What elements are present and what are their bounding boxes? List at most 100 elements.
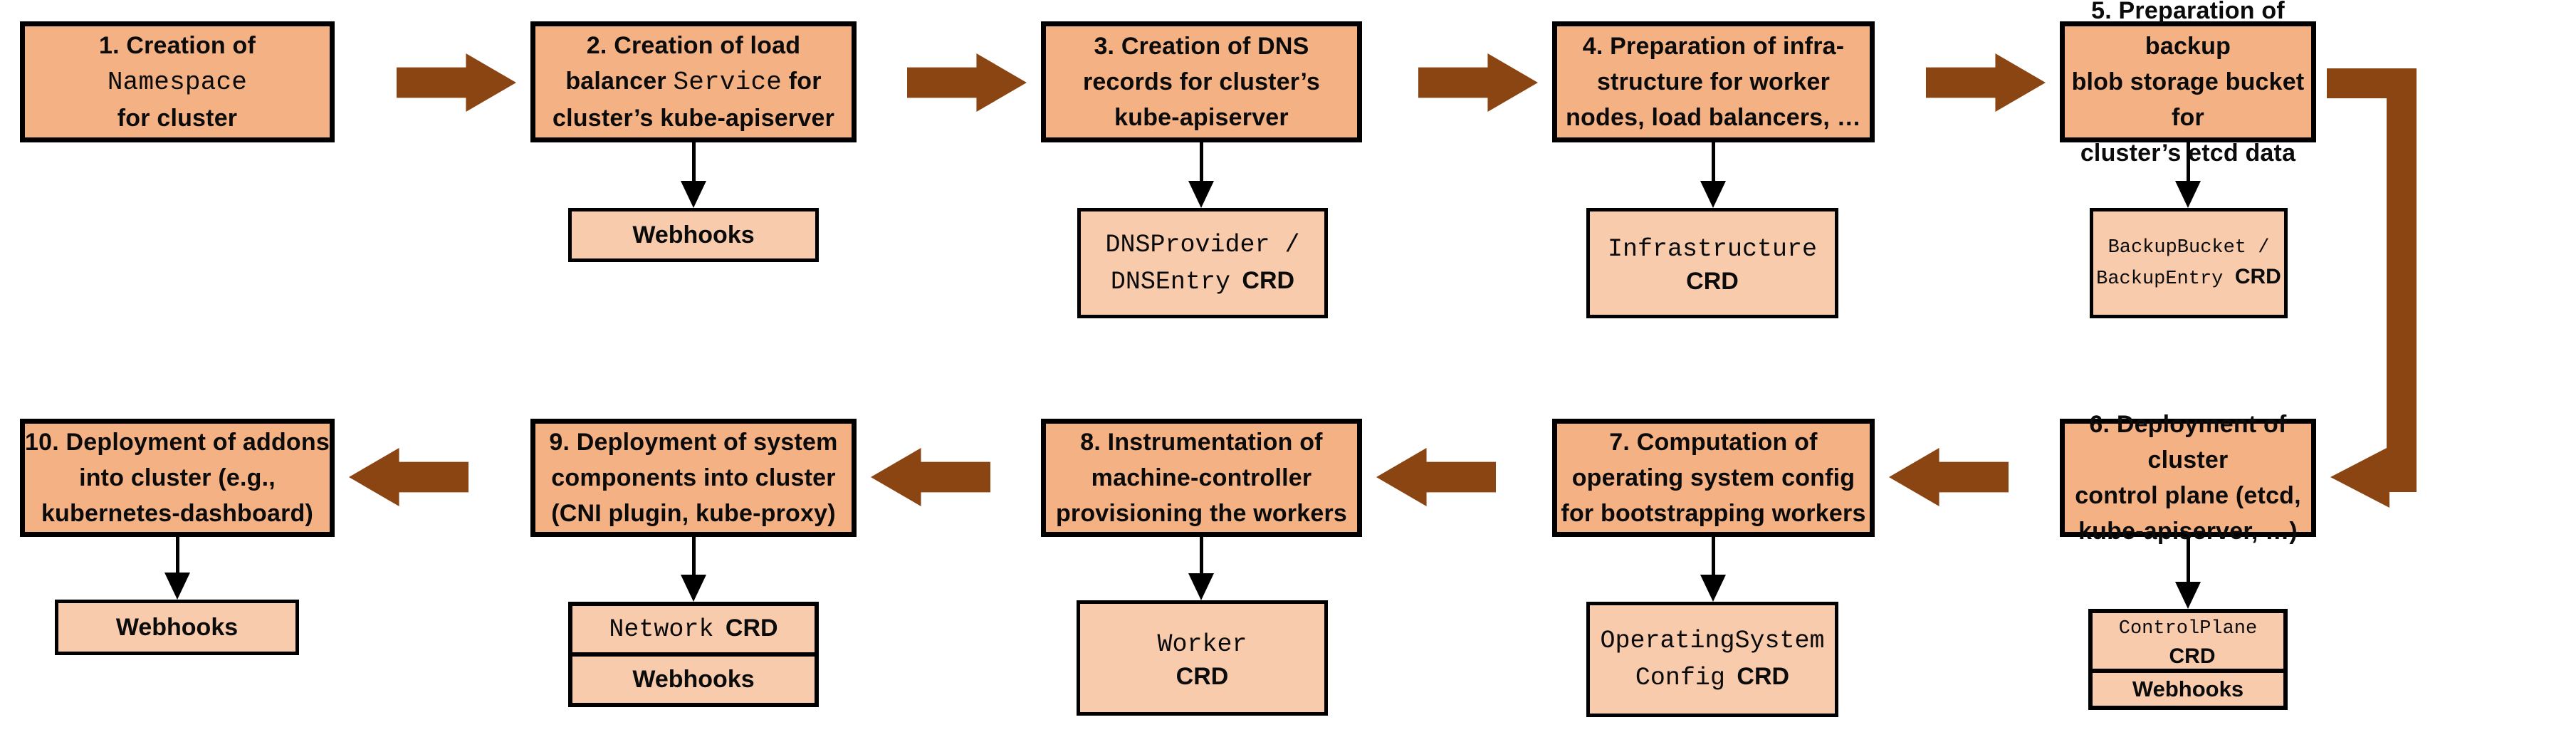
- backupbucket-code: BackupBucket /: [2108, 236, 2270, 258]
- crd-label: CRD: [1242, 266, 1295, 294]
- connector-stem: [2186, 142, 2190, 182]
- connector-arrowhead: [1700, 181, 1726, 208]
- step-8-line2: machine-controller: [1091, 464, 1312, 491]
- step-4-line1: 4. Preparation of infra-: [1582, 33, 1845, 60]
- connector-arrowhead: [681, 575, 706, 602]
- network-crd-line: Network CRD: [609, 611, 777, 648]
- step-9-box: 9. Deployment of system components into …: [530, 419, 857, 537]
- step-2-line1: 2. Creation of load: [586, 32, 801, 59]
- step-4-line2: structure for worker: [1596, 68, 1831, 95]
- infrastructure-crd-box: Infrastructure CRD: [1586, 208, 1838, 318]
- step-1-code-namespace: Namespace: [107, 68, 248, 97]
- connector-arrowhead: [681, 181, 706, 208]
- step-8-box: 8. Instrumentation of machine-controller…: [1041, 419, 1362, 537]
- step-8-label: 8. Instrumentation of machine-controller…: [1056, 424, 1347, 531]
- dnsprovider-dnsentry-crd-box: DNSProvider / DNSEntry CRD: [1077, 208, 1328, 318]
- webhooks-label: Webhooks: [632, 221, 755, 249]
- step-3-line1: 3. Creation of DNS: [1094, 33, 1309, 60]
- step-3-label: 3. Creation of DNS records for cluster’s…: [1083, 28, 1320, 135]
- connector-stem: [691, 142, 696, 182]
- connector-step2-webhooks: [681, 142, 706, 208]
- step-8-line3: provisioning the workers: [1055, 500, 1348, 527]
- connector-arrowhead: [1188, 573, 1214, 600]
- connector-arrowhead: [2175, 582, 2201, 609]
- crd-label: CRD: [2234, 264, 2281, 288]
- step-9-line1: 9. Deployment of system: [549, 429, 838, 456]
- elbow-vertical-bar: [2387, 68, 2417, 492]
- controlplane-crd-line: ControlPlane CRD: [2093, 613, 2283, 669]
- arrow-step8-step9: [871, 448, 990, 506]
- webhooks-cell: Webhooks: [2093, 669, 2283, 706]
- connector-step3-dns-crd: [1188, 142, 1214, 208]
- webhooks-label: Webhooks: [632, 666, 755, 693]
- connector-step5-backup-crd: [2175, 142, 2201, 208]
- step-6-label: 6. Deployment of cluster control plane (…: [2065, 407, 2311, 549]
- step-2-label: 2. Creation of load balancer Service for…: [553, 28, 834, 136]
- infrastructure-code: Infrastructure: [1607, 235, 1818, 263]
- step-4-label: 4. Preparation of infra- structure for w…: [1566, 28, 1861, 135]
- connector-arrowhead: [164, 573, 190, 600]
- step-5-line1: 5. Preparation of backup: [2091, 0, 2285, 60]
- connector-stem: [175, 537, 179, 574]
- webhooks-label: Webhooks: [115, 613, 239, 641]
- step-5-box: 5. Preparation of backup blob storage bu…: [2060, 0, 2316, 167]
- arrow-step2-step3: [907, 53, 1027, 112]
- controlplane-code: ControlPlane: [2118, 618, 2258, 639]
- connector-step6-controlplane-crd: [2175, 537, 2201, 609]
- step-10-line3: kubernetes-dashboard): [41, 500, 314, 527]
- worker-crd-box: Worker CRD: [1077, 600, 1328, 716]
- arrow-step6-step7: [1889, 448, 2009, 506]
- webhooks-box-step10: Webhooks: [55, 600, 299, 655]
- connector-stem: [1711, 142, 1715, 182]
- elbow-arrowhead: [2330, 446, 2389, 508]
- step-10-box: 10. Deployment of addons into cluster (e…: [20, 419, 335, 537]
- connector-arrowhead: [2175, 181, 2201, 208]
- network-crd-cell: Network CRD: [572, 606, 815, 652]
- connector-arrowhead: [1188, 181, 1214, 208]
- step-7-line1: 7. Computation of: [1609, 429, 1818, 456]
- arrow-step9-step10: [349, 448, 468, 506]
- step-2-code-service: Service: [673, 68, 782, 97]
- controlplane-crd-webhooks-box: ControlPlane CRD Webhooks: [2088, 609, 2288, 710]
- connector-arrowhead: [1700, 575, 1726, 602]
- step-3-line3: kube-apiserver: [1114, 104, 1289, 131]
- crd-label: CRD: [725, 614, 778, 642]
- crd-label: CRD: [1686, 268, 1739, 295]
- connector-step8-worker-crd: [1188, 537, 1214, 600]
- step-7-line3: for bootstrapping workers: [1561, 500, 1866, 527]
- step-2-line2b: for: [788, 68, 822, 95]
- connector-step4-infrastructure-crd: [1700, 142, 1726, 208]
- connector-stem: [1199, 142, 1203, 182]
- step-10-line1: 10. Deployment of addons: [25, 429, 330, 456]
- crd-label: CRD: [1176, 662, 1229, 690]
- backupentry-crd-line: BackupEntry CRD: [2096, 263, 2281, 295]
- connector-stem: [2186, 537, 2190, 583]
- connector-stem: [1711, 537, 1715, 576]
- step-9-line2: components into cluster: [551, 464, 836, 491]
- webhooks-cell: Webhooks: [572, 652, 815, 703]
- config-crd-line: Config CRD: [1635, 659, 1789, 696]
- step-4-box: 4. Preparation of infra- structure for w…: [1552, 21, 1875, 142]
- step-2-line3: cluster’s kube-apiserver: [553, 105, 834, 132]
- step-7-label: 7. Computation of operating system confi…: [1561, 424, 1865, 531]
- step-10-line2: into cluster (e.g.,: [79, 464, 276, 491]
- network-crd-webhooks-box: Network CRD Webhooks: [568, 602, 819, 707]
- connector-step10-webhooks: [164, 537, 190, 600]
- backupbucket-backupentry-crd-box: BackupBucket / BackupEntry CRD: [2090, 208, 2288, 318]
- operatingsystemconfig-crd-box: OperatingSystem Config CRD: [1586, 602, 1838, 717]
- step-4-line3: nodes, load balancers, …: [1566, 104, 1861, 131]
- step-2-line2a: balancer: [565, 68, 666, 95]
- step-9-line3: (CNI plugin, kube-proxy): [551, 500, 836, 527]
- arrow-step3-step4: [1418, 53, 1538, 112]
- step-9-label: 9. Deployment of system components into …: [549, 424, 837, 531]
- connector-stem: [691, 537, 696, 576]
- arrow-step4-step5: [1926, 53, 2046, 112]
- connector-step9-network-crd: [681, 537, 706, 602]
- crd-label: CRD: [1737, 663, 1790, 690]
- step-8-line1: 8. Instrumentation of: [1080, 429, 1323, 456]
- worker-code: Worker: [1157, 629, 1247, 659]
- step-10-label: 10. Deployment of addons into cluster (e…: [25, 424, 330, 531]
- step-5-line2: blob storage bucket for: [2071, 68, 2305, 131]
- step-3-line2: records for cluster’s: [1083, 68, 1320, 95]
